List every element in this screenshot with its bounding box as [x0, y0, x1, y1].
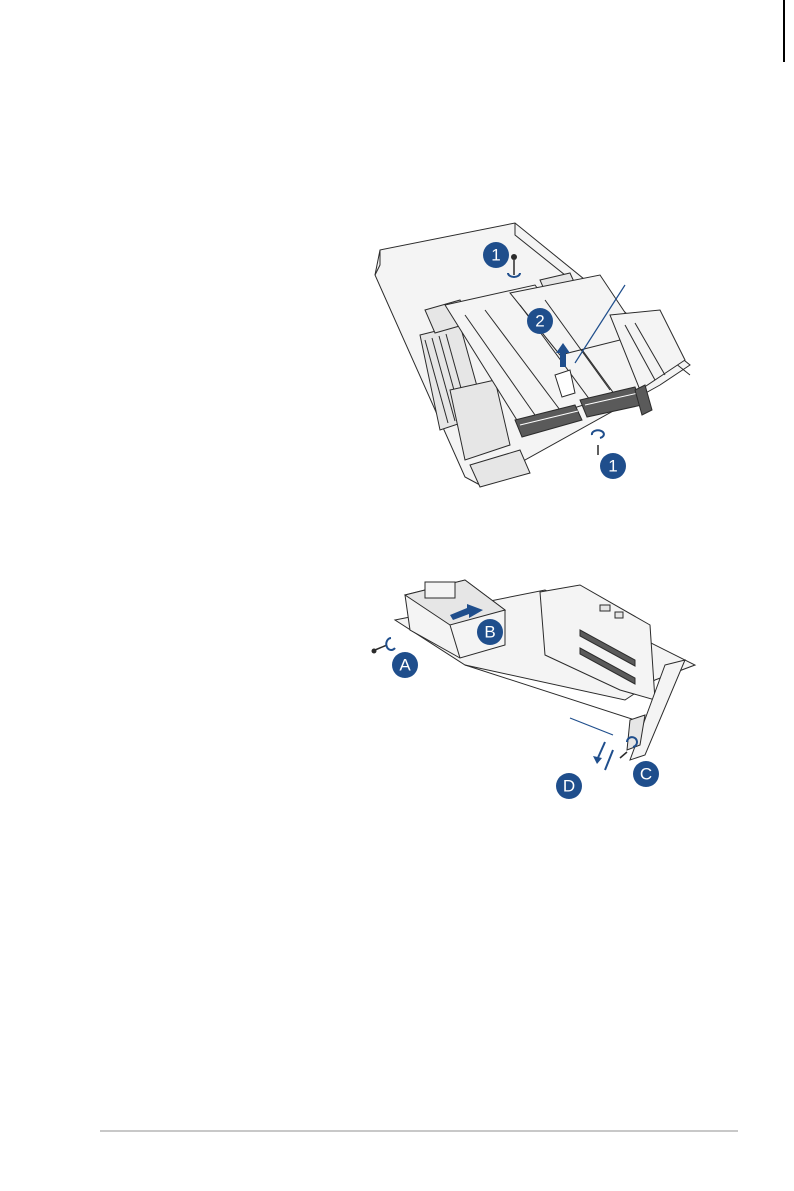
svg-text:C: C	[640, 765, 652, 784]
svg-text:B: B	[484, 623, 495, 642]
footer-rule	[100, 1130, 738, 1132]
callout-c: C	[633, 761, 659, 787]
figure-1-chassis-illustration: 1 2 1	[370, 215, 700, 495]
figure-2-riser-illustration: A B C D	[365, 570, 705, 805]
callout-d: D	[556, 773, 582, 799]
callout-b: B	[477, 619, 503, 645]
callout-1-bottom: 1	[600, 453, 626, 479]
svg-text:A: A	[399, 656, 411, 675]
callout-a: A	[392, 652, 418, 678]
callout-1-top: 1	[483, 242, 509, 268]
svg-text:2: 2	[535, 312, 544, 331]
svg-text:1: 1	[608, 457, 617, 476]
svg-text:D: D	[563, 777, 575, 796]
callout-2: 2	[527, 308, 553, 334]
side-edge-rule	[783, 0, 785, 62]
svg-text:1: 1	[491, 246, 500, 265]
